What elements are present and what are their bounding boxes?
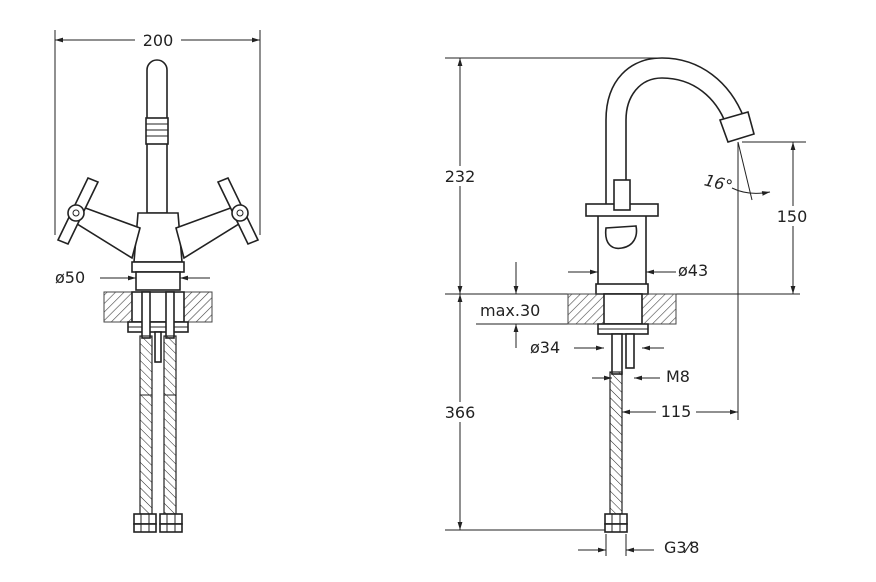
height-label: 232: [445, 167, 476, 186]
side-base: [595, 283, 649, 295]
spout-height-label: 150: [777, 207, 808, 226]
side-hose-nut: [604, 513, 628, 525]
front-body: [133, 212, 183, 263]
front-hose-left: [139, 335, 153, 515]
front-view: 200 ø50: [54, 30, 261, 533]
front-aerator: [145, 117, 169, 145]
body-diameter-label: ø43: [678, 261, 708, 280]
front-hose-nut-left: [133, 513, 157, 525]
hose-length-label: 366: [445, 403, 476, 422]
front-hose-nut-right: [159, 513, 183, 525]
max-thickness-label: max.30: [480, 301, 540, 320]
width-label: 200: [143, 31, 174, 50]
side-hose: [609, 371, 623, 515]
side-handle-lever: [604, 225, 638, 250]
reach-label: 115: [661, 402, 692, 421]
thread-label: M8: [666, 367, 690, 386]
angle-label: 16°: [702, 170, 734, 195]
base-diameter-label: ø50: [55, 268, 85, 287]
front-base: [135, 271, 181, 291]
side-view: 232 366 16° 150 115 ø43: [440, 57, 812, 557]
connection-label: G3⁄8: [664, 538, 699, 557]
side-aerator: [718, 111, 755, 143]
front-hose-right: [163, 335, 177, 515]
hole-diameter-label: ø34: [530, 338, 560, 357]
